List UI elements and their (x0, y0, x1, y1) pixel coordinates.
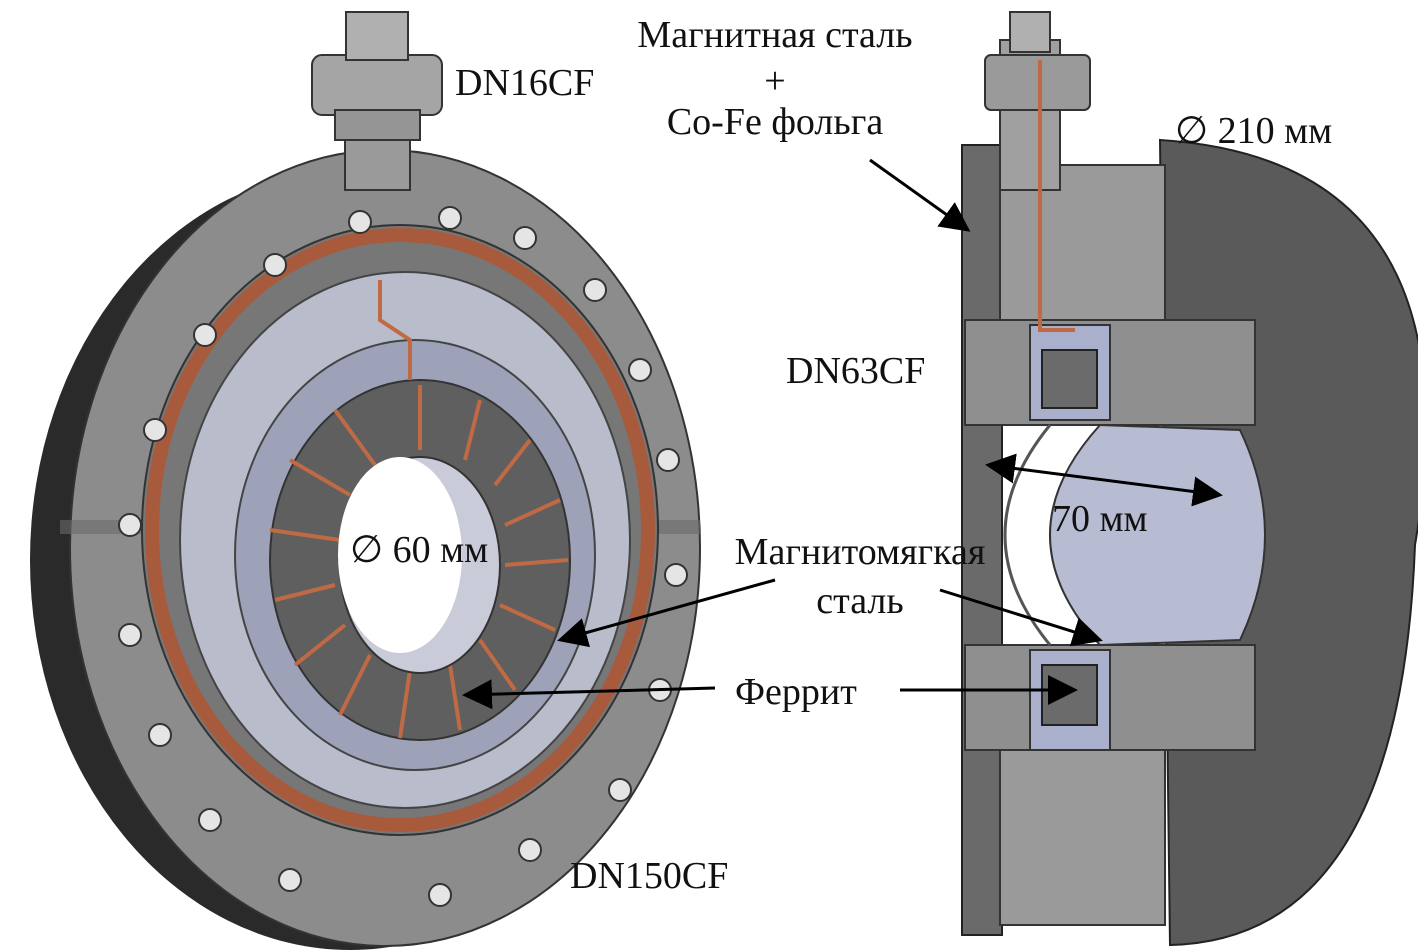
arrow-cofe-foil (869, 158, 971, 232)
label-magnetic-steel: Магнитная сталь (637, 14, 913, 56)
label-soft-steel-2: сталь (816, 580, 904, 622)
label-70mm: 70 мм (1052, 498, 1148, 540)
label-dn63cf: DN63CF (786, 350, 926, 392)
label-dn16cf: DN16CF (455, 62, 595, 104)
arrow-soft-steel-left (557, 578, 776, 648)
assembled-device (30, 11, 701, 950)
copper-gasket (145, 228, 655, 832)
annotation-arrows (462, 158, 1223, 710)
outer-steel-shield (961, 144, 1003, 936)
arrow-ferrite-left (462, 679, 716, 710)
copper-windings (269, 280, 569, 739)
label-ferrite: Феррит (735, 671, 857, 713)
top-feedthrough (984, 11, 1091, 332)
label-cofe-foil: Co-Fe фольга (666, 101, 884, 143)
flange-bolt-holes (118, 206, 688, 907)
arrow-soft-steel-right (939, 588, 1103, 647)
ferrite-bottom (1041, 664, 1098, 726)
ferrite-top (1041, 349, 1098, 409)
label-soft-steel-1: Магнитомягкая (734, 531, 986, 573)
arrow-70mm (985, 453, 1223, 507)
label-plus: + (764, 60, 786, 102)
label-dn150cf: DN150CF (570, 855, 729, 897)
label-diameter-60: ∅ 60 мм (350, 529, 489, 571)
dn16cf-port (311, 11, 443, 191)
label-diameter-210: ∅ 210 мм (1175, 110, 1333, 152)
